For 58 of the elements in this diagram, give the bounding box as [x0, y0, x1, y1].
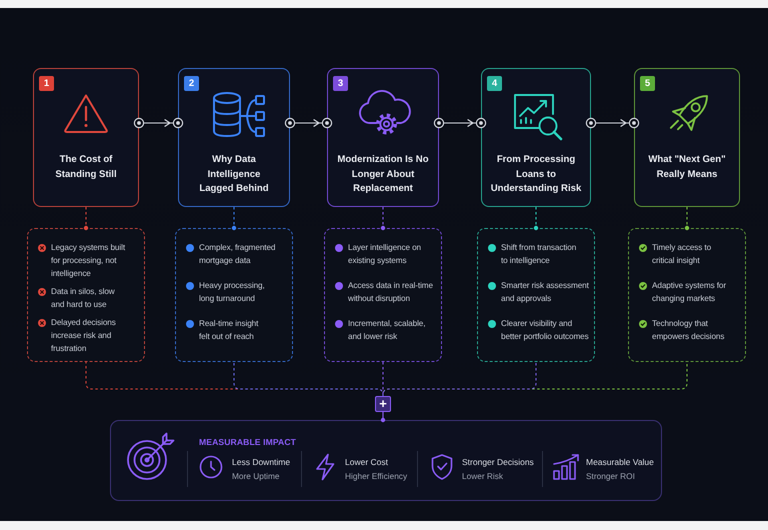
- step-card: [33, 68, 139, 207]
- card-title: Why Data Intelligence Lagged Behind: [198, 153, 270, 196]
- list-item-text: Layer intelligence on existing systems: [348, 242, 422, 267]
- dashed-connector: [534, 206, 538, 230]
- dashed-connector: [684, 206, 690, 230]
- step-card: [327, 68, 439, 207]
- impact-title: Less Downtime: [232, 456, 290, 468]
- impact-subtitle: More Uptime: [232, 470, 280, 482]
- dashed-connector: [380, 206, 386, 230]
- list-item-text: Timely access to critical insight: [652, 242, 712, 267]
- list-item-text: Access data in real-time without disruption: [348, 280, 434, 305]
- dashed-connector: [382, 362, 384, 396]
- list-item-text: Shift from transaction to intelligence: [501, 242, 578, 267]
- arrow: [434, 118, 486, 128]
- card-title: The Cost of Standing Still: [54, 153, 118, 182]
- list-item-text: Incremental, scalable, and lower risk: [348, 318, 426, 343]
- list-item-text: Data in silos, slow and hard to use: [51, 286, 116, 311]
- card-title: What "Next Gen" Really Means: [647, 153, 727, 182]
- list-item-text: Heavy processing, long turnaround: [199, 280, 266, 305]
- step-number-badge: 5: [640, 76, 655, 91]
- connector-line: [380, 412, 386, 422]
- dashed-connector: [84, 206, 88, 230]
- plus-junction: +: [375, 396, 391, 412]
- bullet-list-panel: [324, 228, 442, 362]
- step-number-badge: 3: [333, 76, 348, 91]
- impact-title: Stronger Decisions: [462, 456, 534, 468]
- impact-heading: MEASURABLE IMPACT: [199, 436, 296, 448]
- arrow: [134, 118, 184, 128]
- card-title: Modernization Is No Longer About Replacement: [336, 153, 430, 196]
- impact-title: Measurable Value: [586, 456, 654, 468]
- arrow: [284, 118, 332, 128]
- list-item-text: Legacy systems built for processing, not intelligence: [51, 242, 126, 280]
- arrow: [586, 118, 640, 128]
- step-number-badge: 1: [39, 76, 54, 91]
- list-item-text: Real-time insight felt out of reach: [199, 318, 260, 343]
- impact-title: Lower Cost: [345, 456, 388, 468]
- step-card: [481, 68, 591, 207]
- impact-panel: [110, 420, 662, 501]
- impact-subtitle: Lower Risk: [462, 470, 504, 482]
- bullet-list-panel: [628, 228, 746, 362]
- list-item-text: Smarter risk assessment and approvals: [501, 280, 590, 305]
- dashed-connector: [232, 206, 236, 230]
- bullet-list-panel: [27, 228, 145, 362]
- impact-subtitle: Stronger ROI: [586, 470, 635, 482]
- card-title: From Processing Loans to Understanding Risk: [490, 153, 582, 196]
- impact-subtitle: Higher Efficiency: [345, 470, 408, 482]
- bullet-list-panel: [477, 228, 595, 362]
- step-number-badge: 4: [487, 76, 502, 91]
- bullet-list-panel: [175, 228, 293, 362]
- step-card: [634, 68, 740, 207]
- step-number-badge: 2: [184, 76, 199, 91]
- step-card: [178, 68, 290, 207]
- list-item-text: Complex, fragmented mortgage data: [199, 242, 276, 267]
- list-item-text: Adaptive systems for changing markets: [652, 280, 727, 305]
- dashed-connector: [234, 362, 384, 396]
- list-item-text: Delayed decisions increase risk and frustration: [51, 317, 117, 355]
- list-item-text: Clearer visibility and better portfolio outcomes: [501, 318, 590, 343]
- list-item-text: Technology that empowers decisions: [652, 318, 726, 343]
